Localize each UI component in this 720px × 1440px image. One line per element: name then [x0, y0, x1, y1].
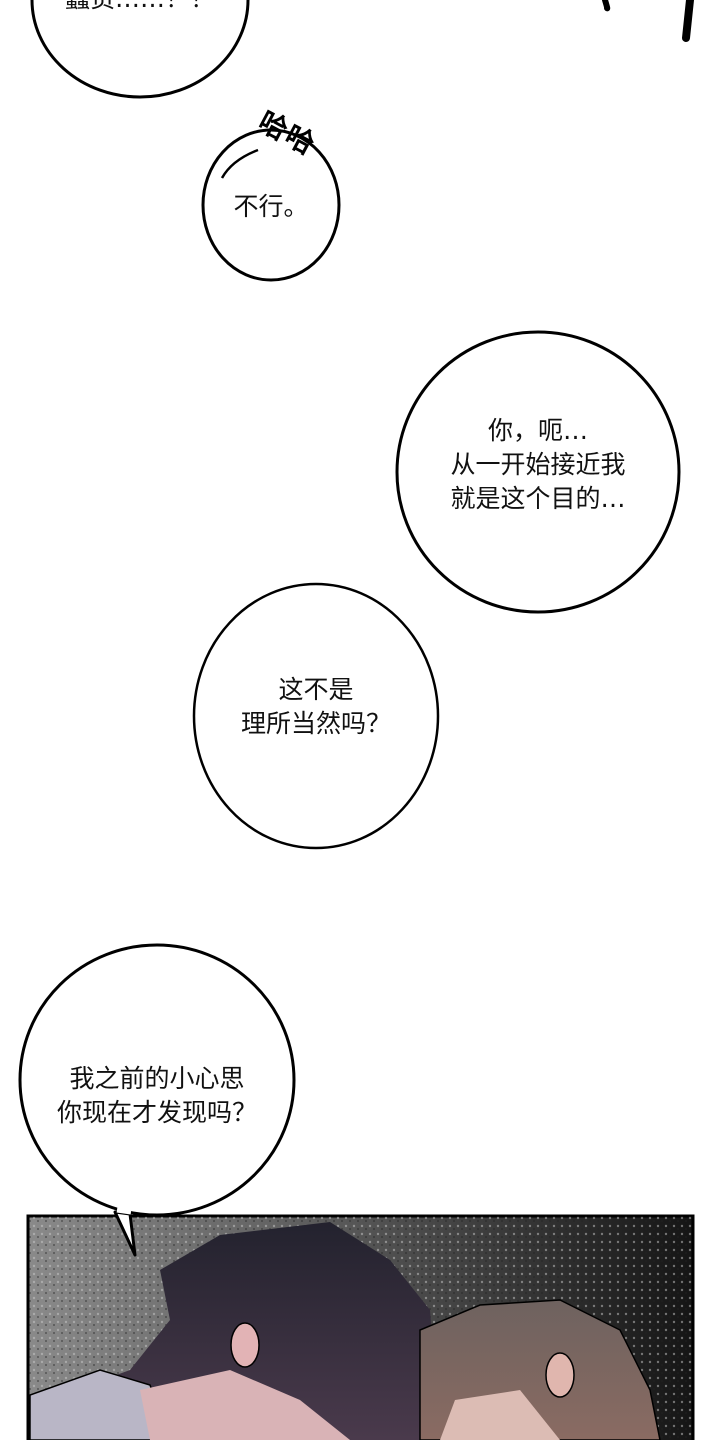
speech-bubble-2: [201, 128, 341, 282]
speech-bubble-3: [395, 330, 681, 614]
bubble-line: 从一开始接近我: [450, 450, 626, 479]
bubble-5-text: 我之前的小心思 你现在才发现吗？: [22, 1062, 292, 1130]
bubble-line: 就是这个目的…: [450, 484, 626, 513]
speech-bubble-1: [30, 0, 250, 99]
bubble-4-text: 这不是 理所当然吗？: [196, 673, 436, 741]
bubble-1-text: 蠢货……！！: [52, 0, 228, 16]
bubble-line: 理所当然吗？: [240, 709, 391, 738]
bubble-2-text: 不行。: [233, 192, 309, 221]
bubble-line: 这不是: [278, 675, 354, 704]
speech-bubble-4: [192, 582, 440, 850]
ear: [230, 1322, 260, 1368]
bubble-line: 你现在才发现吗？: [56, 1098, 257, 1127]
laugh-line: [220, 148, 259, 179]
ink-stroke: [682, 0, 694, 42]
bubble-line: 我之前的小心思: [69, 1064, 245, 1093]
ink-stroke: [602, 0, 611, 12]
comic-panel: [26, 1214, 695, 1440]
speech-bubble-5: [18, 943, 296, 1257]
bubble-3-text: 你，呃… 从一开始接近我 就是这个目的…: [400, 414, 676, 516]
character-skin: [140, 1370, 350, 1440]
ear: [545, 1352, 575, 1398]
character-shirt: [29, 1369, 171, 1440]
bubble-line: 你，呃…: [487, 416, 588, 445]
character-skin-2: [440, 1390, 560, 1440]
